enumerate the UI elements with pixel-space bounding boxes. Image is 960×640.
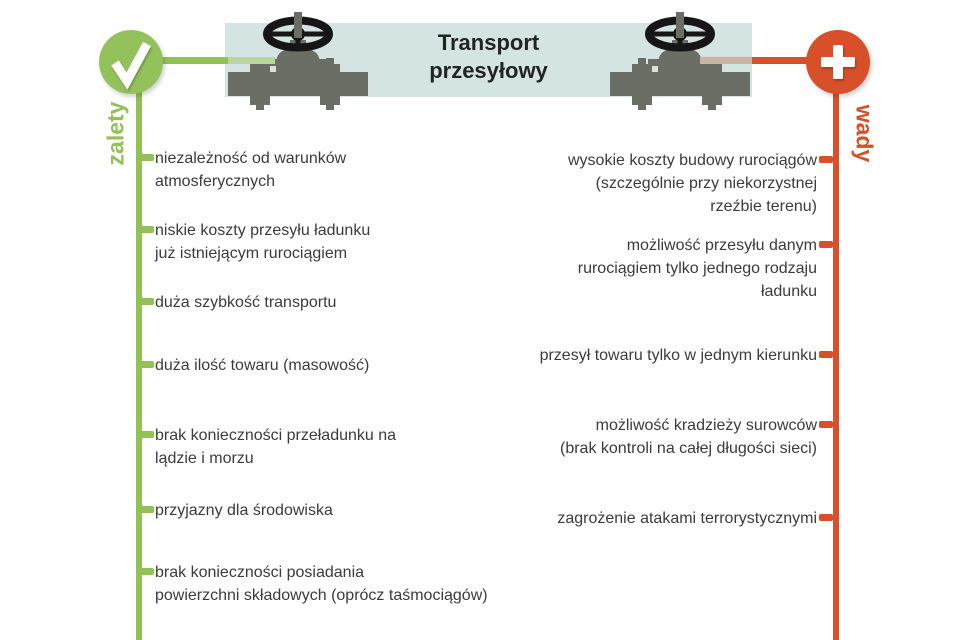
item-text-line: ładunku bbox=[760, 283, 817, 300]
advantages-line bbox=[136, 60, 142, 640]
tick-mark bbox=[140, 298, 154, 305]
item-text-line: wysokie koszty budowy rurociągów bbox=[568, 152, 817, 169]
advantage-item: przyjazny dla środowiska bbox=[140, 499, 333, 522]
item-text-line: zagrożenie atakami terrorystycznymi bbox=[557, 510, 817, 527]
tick-mark bbox=[819, 156, 833, 163]
advantages-badge bbox=[99, 30, 163, 94]
advantage-item: duża ilość towaru (masowość) bbox=[140, 354, 369, 377]
disadvantages-label: wady bbox=[851, 104, 878, 162]
tick-mark bbox=[819, 241, 833, 248]
page-title-wrap: Transport przesyłowy bbox=[225, 29, 752, 85]
disadvantages-connector-overlay bbox=[700, 57, 752, 64]
page-title: Transport przesyłowy bbox=[429, 30, 548, 83]
disadvantage-item: możliwość przesyłu danym rurociągiem tyl… bbox=[578, 234, 833, 303]
item-text-line: powierzchni składowych (oprócz taśmociąg… bbox=[155, 587, 488, 604]
item-text-line: (brak kontroli na całej długości sieci) bbox=[560, 440, 817, 457]
tick-mark bbox=[140, 154, 154, 161]
item-text-line: przesył towaru tylko w jednym kierunku bbox=[539, 347, 817, 364]
item-text-line: już istniejącym rurociągiem bbox=[155, 245, 348, 262]
item-text-line: niezależność od warunków bbox=[155, 150, 347, 167]
tick-mark bbox=[140, 361, 154, 368]
item-text-line: atmosferycznych bbox=[155, 173, 276, 190]
item-text-line: duża ilość towaru (masowość) bbox=[155, 357, 370, 374]
tick-mark bbox=[140, 506, 154, 513]
advantages-label: zalety bbox=[102, 101, 129, 165]
tick-mark bbox=[819, 514, 833, 521]
advantages-connector-overlay bbox=[225, 57, 275, 64]
item-text-line: możliwość przesyłu danym bbox=[626, 237, 817, 254]
item-text-line: lądzie i morzu bbox=[155, 450, 254, 467]
item-text-line: przyjazny dla środowiska bbox=[155, 502, 333, 519]
tick-mark bbox=[140, 431, 154, 438]
advantage-item: niskie koszty przesyłu ładunku już istni… bbox=[140, 219, 370, 265]
tick-mark bbox=[140, 226, 154, 233]
tick-mark bbox=[819, 351, 833, 358]
item-text-line: rzeźbie terenu) bbox=[710, 198, 817, 215]
disadvantages-line bbox=[833, 60, 839, 640]
disadvantages-connector bbox=[752, 57, 810, 64]
item-text-line: możliwość kradzieży surowców bbox=[595, 417, 817, 434]
item-text-line: duża szybkość transportu bbox=[155, 294, 337, 311]
tick-mark bbox=[140, 568, 154, 575]
advantage-item: brak konieczności przeładunku na lądzie … bbox=[140, 424, 396, 470]
disadvantage-item: możliwość kradzieży surowców (brak kontr… bbox=[560, 414, 833, 460]
disadvantage-item: przesył towaru tylko w jednym kierunku bbox=[540, 344, 833, 367]
tick-mark bbox=[819, 421, 833, 428]
item-text-line: brak konieczności posiadania bbox=[155, 564, 365, 581]
item-text-line: niskie koszty przesyłu ładunku bbox=[155, 222, 371, 239]
disadvantage-item: zagrożenie atakami terrorystycznymi bbox=[557, 507, 833, 530]
advantage-item: niezależność od warunków atmosferycznych bbox=[140, 147, 346, 193]
plus-icon bbox=[821, 45, 855, 79]
item-text-line: rurociągiem tylko jednego rodzaju bbox=[577, 260, 817, 277]
disadvantages-badge bbox=[806, 30, 870, 94]
advantage-item: duża szybkość transportu bbox=[140, 291, 336, 314]
pipeline-valve-icon bbox=[228, 12, 368, 110]
check-icon bbox=[111, 41, 151, 90]
item-text-line: (szczególnie przy niekorzystnej bbox=[595, 175, 817, 192]
disadvantage-item: wysokie koszty budowy rurociągów (szczeg… bbox=[568, 149, 833, 218]
item-text-line: brak konieczności przeładunku na bbox=[155, 427, 397, 444]
advantages-connector bbox=[150, 57, 228, 64]
advantage-item: brak konieczności posiadania powierzchni… bbox=[140, 561, 488, 607]
